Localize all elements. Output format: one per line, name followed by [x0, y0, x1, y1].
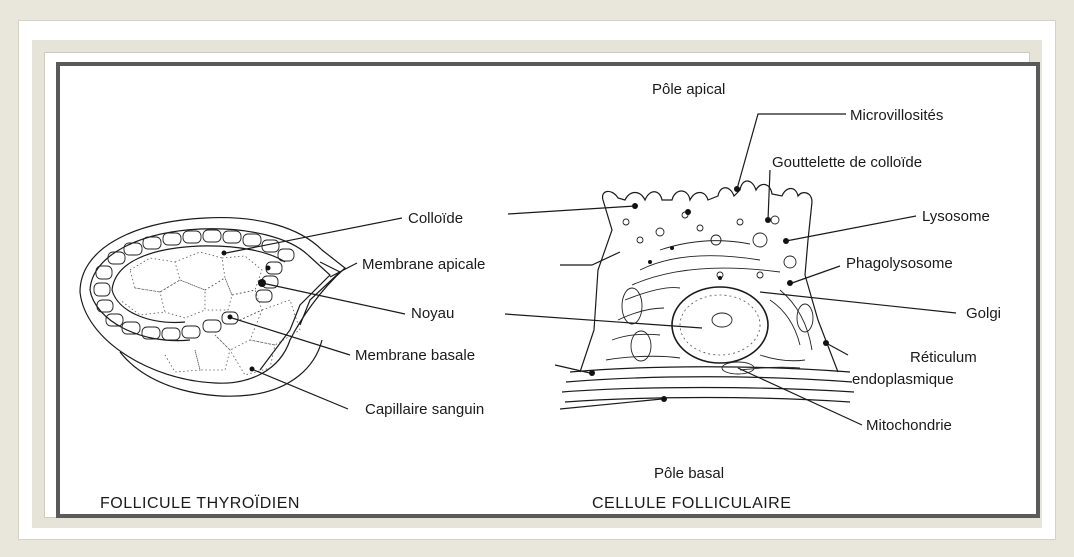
label-microvillosites: Microvillosités [850, 107, 943, 124]
caption-cellule: CELLULE FOLLICULAIRE [592, 495, 791, 512]
pole-apical-label: Pôle apical [652, 81, 725, 98]
label-reticulum-1: Réticulum [910, 349, 977, 366]
label-mitochondrie: Mitochondrie [866, 417, 952, 434]
label-membrane-apicale: Membrane apicale [362, 256, 485, 273]
label-membrane-basale: Membrane basale [355, 347, 475, 364]
label-colloide: Colloïde [408, 210, 463, 227]
label-capillaire: Capillaire sanguin [365, 401, 484, 418]
pole-basal-label: Pôle basal [654, 465, 724, 482]
label-phagolysosome: Phagolysosome [846, 255, 953, 272]
label-golgi: Golgi [966, 305, 1001, 322]
label-gouttelette: Gouttelette de colloïde [772, 154, 922, 171]
label-noyau: Noyau [411, 305, 454, 322]
label-lysosome: Lysosome [922, 208, 990, 225]
follicle-drawing [80, 218, 345, 397]
follicular-cell-drawing [562, 181, 854, 402]
label-reticulum-2: endoplasmique [852, 371, 954, 388]
follicle-leaders [226, 218, 405, 409]
caption-follicule: FOLLICULE THYROÏDIEN [100, 494, 300, 512]
